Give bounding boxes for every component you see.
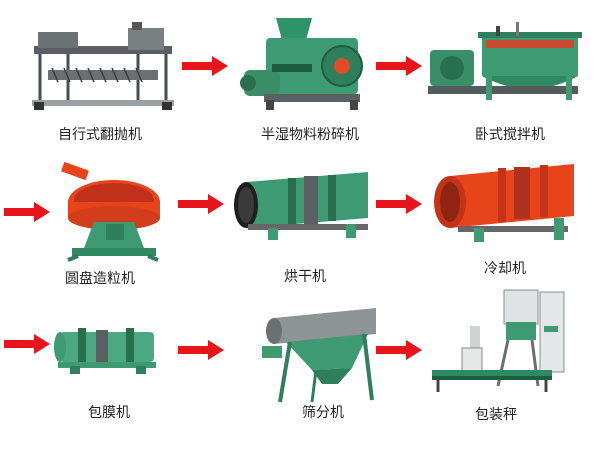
arrow-icon [376,340,422,360]
crusher-image [240,18,363,110]
arrow-icon [376,194,422,214]
step-label-mixer: 卧式搅拌机 [475,127,545,143]
screener-image [262,308,376,403]
step-label-granulator: 圆盘造粒机 [65,271,135,287]
step-label-packer: 包装秤 [475,407,517,423]
step-label-crusher: 半湿物料粉碎机 [261,127,359,143]
arrow-icon [178,194,224,214]
step-label-compost-turner: 自行式翻抛机 [58,127,142,143]
step-label-cooler: 冷却机 [484,261,526,277]
coater-image [54,328,156,374]
arrow-icon [182,56,228,76]
step-label-screener: 筛分机 [302,405,344,421]
granulator-image [61,162,160,262]
arrow-icon [178,340,224,360]
dryer-image [234,172,368,240]
step-label-coater: 包膜机 [88,405,130,421]
step-label-dryer: 烘干机 [284,269,326,285]
compost-turner-image [32,22,174,110]
arrow-icon [376,56,422,76]
packer-image [432,289,565,392]
arrow-icon [4,202,50,222]
arrow-icon [4,334,50,354]
mixer-image [428,22,582,100]
cooler-image [434,164,574,242]
